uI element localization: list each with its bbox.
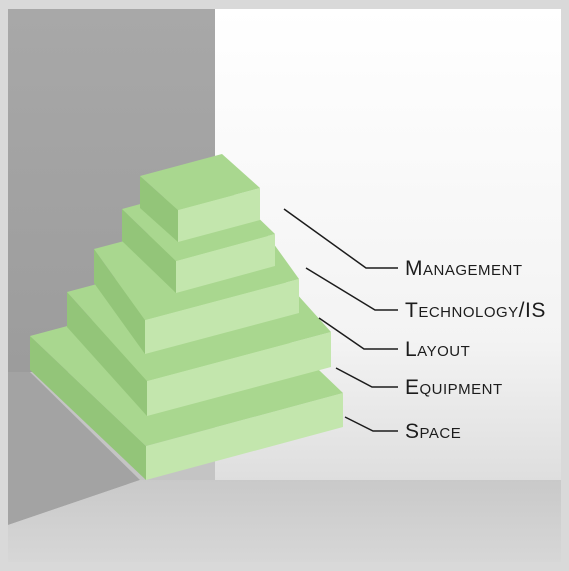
leader-line-technology [305, 267, 398, 311]
step-management [140, 154, 260, 242]
label-technology: Technology/IS [405, 299, 546, 322]
leader-line-layout [318, 317, 398, 350]
label-equipment: Equipment [405, 376, 503, 399]
floor [8, 480, 561, 562]
label-management: Management [405, 257, 523, 280]
wall-shadow [8, 372, 140, 525]
leader-line-equipment [335, 367, 398, 388]
leader-line-management [283, 208, 398, 269]
label-layout: Layout [405, 338, 470, 361]
label-space: Space [405, 420, 461, 443]
leader-line-space [344, 416, 398, 432]
